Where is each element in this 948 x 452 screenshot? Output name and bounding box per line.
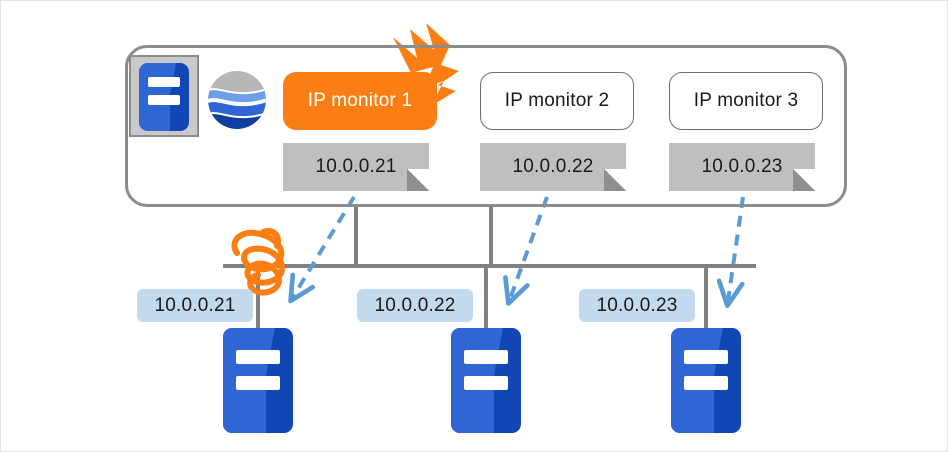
node-2-ip: 10.0.0.22 — [374, 294, 456, 316]
target-server-3-icon — [671, 328, 741, 433]
node-3-ip-chip: 10.0.0.23 — [579, 289, 695, 322]
monitor-3-target-note: 10.0.0.23 — [669, 143, 815, 191]
ip-monitor-1-label: IP monitor 1 — [307, 90, 413, 111]
ip-monitor-2-label: IP monitor 2 — [504, 90, 610, 111]
lightning-burst-icon — [393, 23, 459, 106]
link-failure-scribble — [231, 228, 285, 296]
monitor-3-target-ip: 10.0.0.23 — [701, 156, 783, 177]
ip-monitor-2-button[interactable]: IP monitor 2 — [480, 72, 634, 130]
probe-arrow-2 — [503, 196, 549, 306]
ip-monitor-3-label: IP monitor 3 — [693, 90, 799, 111]
probe-arrow-1 — [288, 195, 356, 304]
monitor-probe-arrows — [288, 195, 745, 308]
target-server-2-icon — [451, 328, 521, 433]
monitor-1-target-ip: 10.0.0.21 — [315, 156, 397, 177]
monitoring-server-icon — [129, 55, 199, 137]
node-2-ip-chip: 10.0.0.22 — [357, 289, 473, 322]
node-3-ip: 10.0.0.23 — [596, 294, 678, 316]
monitor-1-target-note: 10.0.0.21 — [283, 143, 429, 191]
monitoring-server-group-frame — [125, 45, 847, 207]
network-globe-icon — [208, 71, 266, 129]
monitor-2-target-ip: 10.0.0.22 — [512, 156, 594, 177]
ip-monitor-1-button[interactable]: IP monitor 1 — [283, 72, 437, 130]
target-server-1-icon — [223, 328, 293, 433]
ip-monitor-3-button[interactable]: IP monitor 3 — [669, 72, 823, 130]
node-1-ip-chip: 10.0.0.21 — [137, 289, 253, 322]
node-1-ip: 10.0.0.21 — [154, 294, 236, 316]
monitor-2-target-note: 10.0.0.22 — [480, 143, 626, 191]
probe-arrow-3 — [716, 196, 745, 308]
